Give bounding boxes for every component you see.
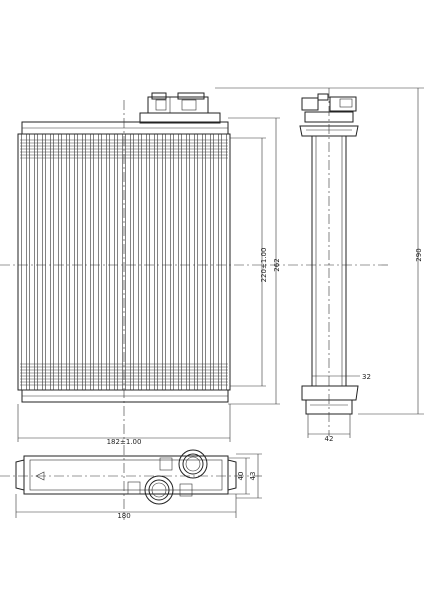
side-bottom-tank: [301, 385, 359, 415]
dim-bottom-depth-inner-label: 40: [237, 472, 245, 481]
tube: [77, 133, 83, 391]
tube: [109, 133, 115, 391]
tube: [221, 133, 227, 391]
tube: [61, 133, 67, 391]
tube: [141, 133, 147, 391]
dim-core-width: 182±1.00: [17, 404, 231, 446]
tube: [149, 133, 155, 391]
bottom-view: 180 40 43: [0, 445, 262, 520]
tube: [93, 133, 99, 391]
tube: [213, 133, 219, 391]
tube: [133, 133, 139, 391]
dim-side-width-label: 42: [325, 435, 334, 443]
tube: [205, 133, 211, 391]
inlet-pipe: [159, 449, 208, 479]
dim-bottom-depth-inner: 40: [228, 457, 250, 495]
dim-side-pipe-label: 32: [362, 373, 371, 381]
dim-overall-height-inner: 262: [228, 117, 281, 405]
dim-bottom-width: 180: [15, 494, 237, 520]
tube: [69, 133, 75, 391]
tube: [117, 133, 123, 391]
tube: [21, 133, 27, 391]
tube: [29, 133, 35, 391]
dim-bottom-width-label: 180: [117, 512, 130, 520]
dim-bottom-depth: 43: [236, 453, 262, 499]
bottom-body: [23, 455, 229, 495]
dim-bottom-depth-label: 43: [249, 472, 257, 481]
tube: [173, 133, 179, 391]
dim-overall-height-inner-label: 262: [273, 258, 281, 271]
tube: [181, 133, 187, 391]
dim-overall-height: 290: [215, 87, 424, 415]
front-view: 220±1.00 262 182±1.00: [0, 92, 390, 446]
tube: [101, 133, 107, 391]
dim-core-width-label: 182±1.00: [107, 438, 142, 446]
side-top-fitting: [299, 93, 359, 137]
tube: [125, 133, 131, 391]
tube: [189, 133, 195, 391]
tube: [37, 133, 43, 391]
dim-side-width: 42: [307, 414, 351, 443]
dim-core-height: 220±1.00: [230, 137, 268, 387]
dim-overall-height-label: 290: [415, 248, 423, 261]
dim-side-pipe: 32: [312, 373, 371, 381]
dim-core-height-label: 220±1.00: [260, 248, 268, 283]
top-fitting: [139, 92, 221, 124]
tube: [85, 133, 91, 391]
side-view: 32 42 290: [215, 87, 424, 443]
tube: [157, 133, 163, 391]
outlet-pipe: [127, 475, 193, 505]
tube: [53, 133, 59, 391]
tube: [165, 133, 171, 391]
tube: [197, 133, 203, 391]
tube: [45, 133, 51, 391]
